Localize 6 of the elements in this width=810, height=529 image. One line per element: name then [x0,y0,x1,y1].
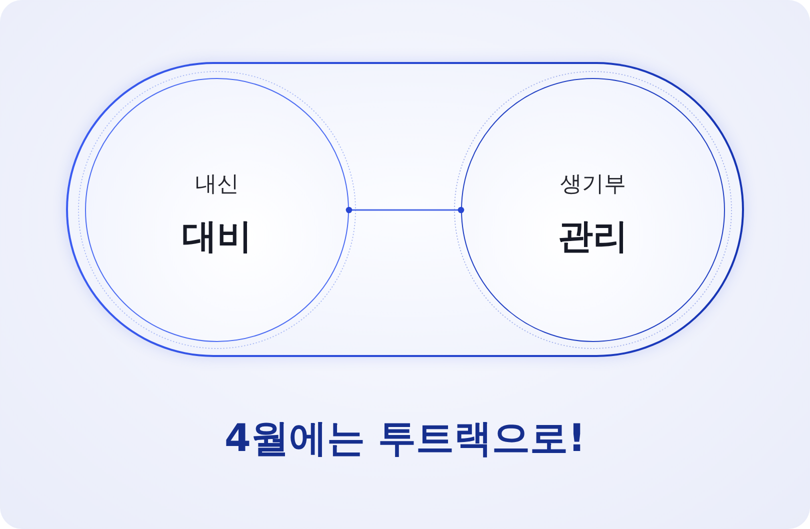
caption: 4월에는 투트랙으로! [224,416,586,462]
circle-subtitle: 내신 [195,172,239,199]
circle-title: 관리 [558,216,628,258]
circle-title: 대비 [182,216,252,258]
circle-subtitle: 생기부 [560,172,626,199]
connector-line [346,206,464,214]
